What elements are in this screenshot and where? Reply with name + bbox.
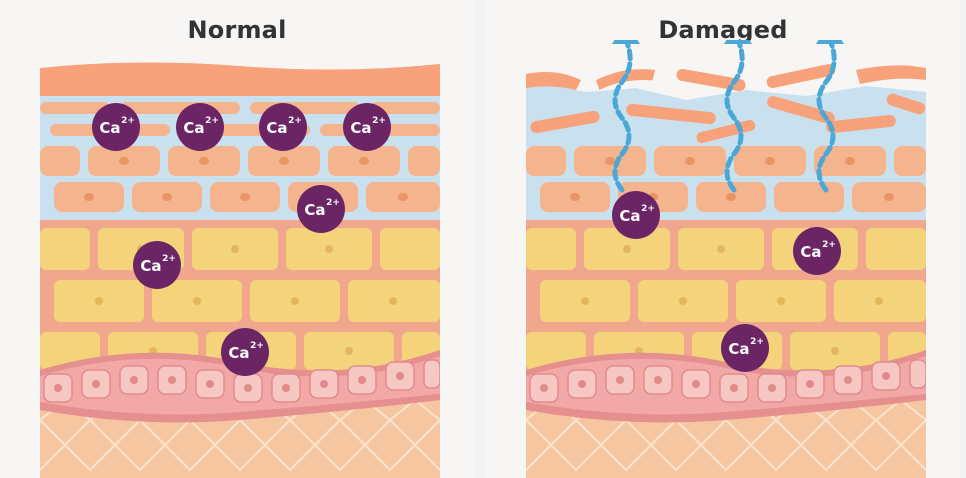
svg-text:Ca: Ca <box>183 119 204 137</box>
basal-cells <box>529 359 926 403</box>
calcium-ion: Ca 2+ <box>612 191 660 239</box>
svg-text:Ca: Ca <box>350 119 371 137</box>
calcium-ion: Ca 2+ <box>343 103 391 151</box>
svg-text:Ca: Ca <box>619 207 640 225</box>
svg-text:Ca: Ca <box>140 257 161 275</box>
calcium-ion: Ca 2+ <box>259 103 307 151</box>
damaged-panel: Damaged <box>486 0 960 478</box>
svg-text:2+: 2+ <box>641 204 655 214</box>
normal-skin-diagram: Ca 2+ Ca 2+ Ca 2+ Ca 2+ Ca 2+ Ca 2+ <box>40 62 440 478</box>
water-loss-arrows <box>612 40 837 193</box>
calcium-ion: Ca 2+ <box>176 103 224 151</box>
stratum-corneum-top <box>40 62 440 96</box>
svg-text:Ca: Ca <box>99 119 120 137</box>
calcium-ion: Ca 2+ <box>793 227 841 275</box>
granular-row-2 <box>540 182 926 212</box>
granular-row-1 <box>526 146 926 176</box>
svg-text:2+: 2+ <box>250 341 264 351</box>
svg-text:2+: 2+ <box>205 116 219 126</box>
calcium-ion: Ca 2+ <box>92 103 140 151</box>
basal-cells <box>43 359 440 403</box>
svg-text:2+: 2+ <box>372 116 386 126</box>
calcium-ion: Ca 2+ <box>221 328 269 376</box>
svg-text:2+: 2+ <box>288 116 302 126</box>
calcium-ion: Ca 2+ <box>297 185 345 233</box>
svg-text:2+: 2+ <box>822 240 836 250</box>
svg-text:2+: 2+ <box>121 116 135 126</box>
granular-row-2 <box>54 182 440 212</box>
damaged-skin-diagram: Ca 2+ Ca 2+ Ca 2+ <box>526 40 926 478</box>
normal-panel-title: Normal <box>187 16 287 44</box>
svg-text:2+: 2+ <box>162 254 176 264</box>
svg-text:Ca: Ca <box>228 344 249 362</box>
granular-row-1 <box>40 146 440 176</box>
svg-text:Ca: Ca <box>304 201 325 219</box>
damaged-panel-title: Damaged <box>658 16 788 44</box>
normal-panel: Normal <box>0 0 474 478</box>
calcium-ion: Ca 2+ <box>721 324 769 372</box>
svg-text:Ca: Ca <box>266 119 287 137</box>
svg-text:Ca: Ca <box>800 243 821 261</box>
svg-text:2+: 2+ <box>750 337 764 347</box>
arrow-head-icon <box>612 40 844 44</box>
svg-text:Ca: Ca <box>728 340 749 358</box>
calcium-ion: Ca 2+ <box>133 241 181 289</box>
svg-text:2+: 2+ <box>326 198 340 208</box>
